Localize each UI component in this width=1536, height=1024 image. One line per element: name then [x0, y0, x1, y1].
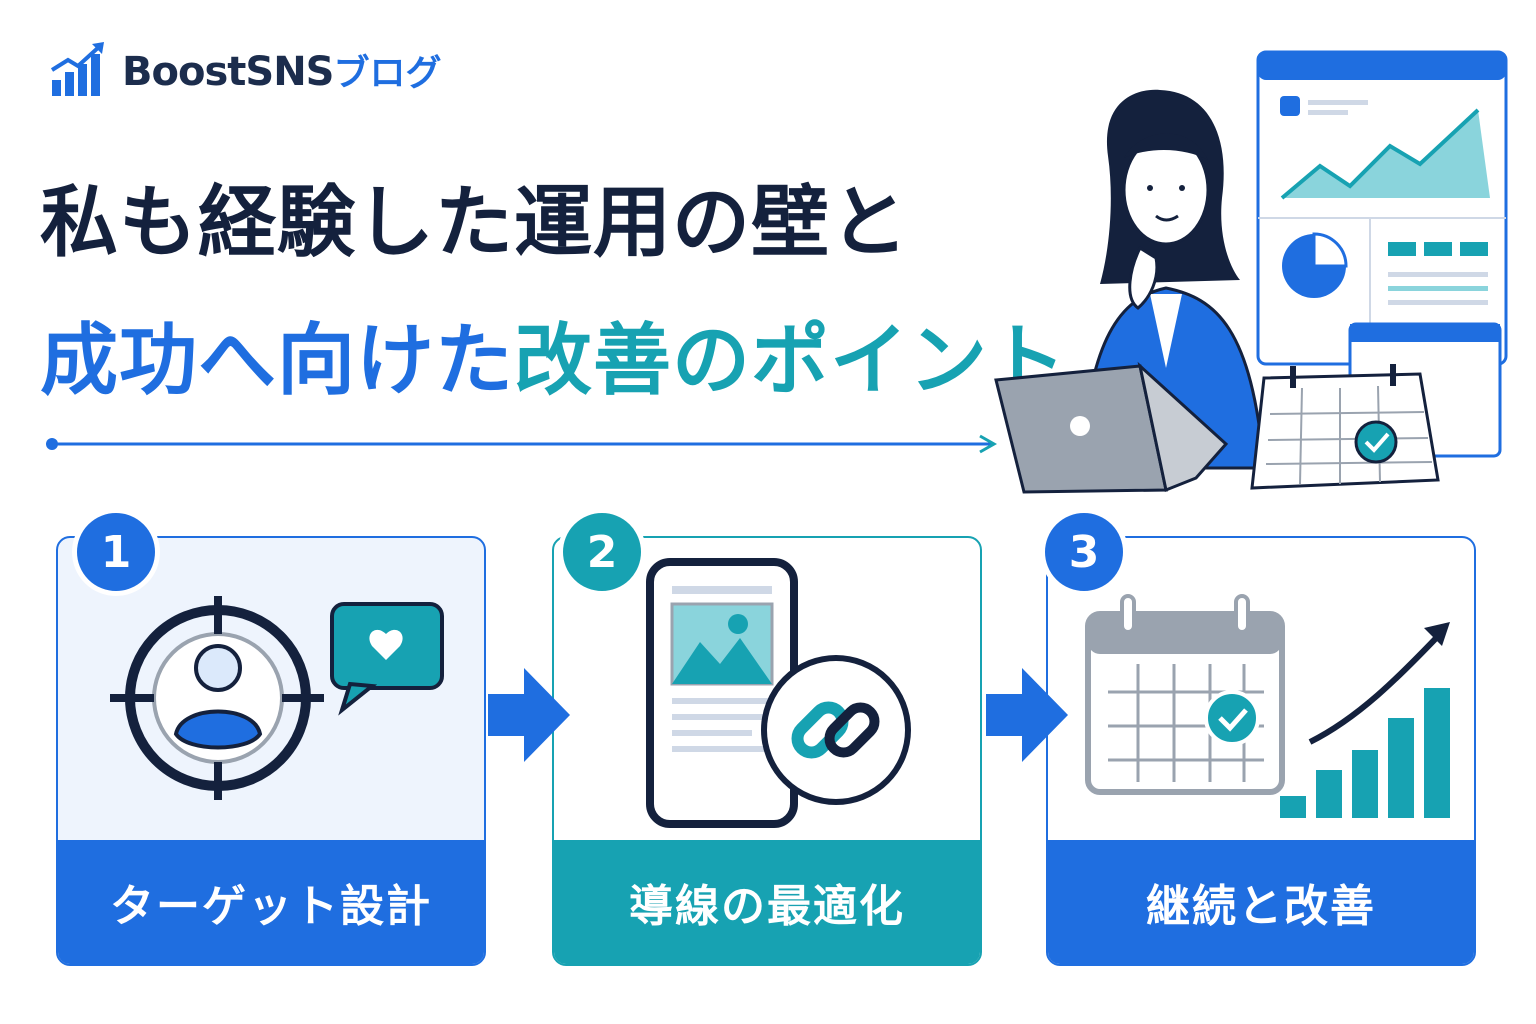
step-label-2: 導線の最適化	[554, 840, 980, 964]
desk-calendar-icon	[1250, 364, 1440, 490]
arrow-right-icon	[488, 668, 570, 762]
headline-line-2: 成功へ向けた改善のポイント	[40, 298, 1067, 410]
brand-name: BoostSNS	[122, 49, 334, 95]
step-label-1: ターゲット設計	[58, 840, 484, 964]
step-label-3: 継続と改善	[1048, 840, 1474, 964]
headline-line-2-teal: 改善のポイント	[514, 316, 1068, 406]
brand-suffix: ブログ	[333, 53, 442, 94]
growth-bars-logo-icon	[50, 42, 104, 96]
step-card-3: 継続と改善	[1046, 536, 1476, 966]
calendar-growth-icon	[1085, 594, 1450, 818]
step-number-badge-2: 2	[558, 508, 646, 596]
dashboard-panel-icon	[1256, 50, 1508, 366]
step-card-1: ターゲット設計	[56, 536, 486, 966]
headline-divider-arrow	[46, 434, 998, 454]
logo: BoostSNSブログ	[48, 38, 442, 102]
headline-line-2-blue: 成功へ向けた	[40, 316, 515, 406]
laptop-icon	[994, 361, 1229, 494]
headline-line-1: 私も経験した運用の壁と	[40, 178, 910, 268]
smartphone-link-icon	[646, 558, 911, 828]
arrow-right-icon	[986, 668, 1068, 762]
hero-illustration	[994, 50, 1508, 494]
step-card-2: 導線の最適化	[552, 536, 982, 966]
step-number-badge-3: 3	[1040, 508, 1128, 596]
step-number-badge-1: 1	[72, 508, 160, 596]
target-user-icon	[110, 596, 444, 800]
